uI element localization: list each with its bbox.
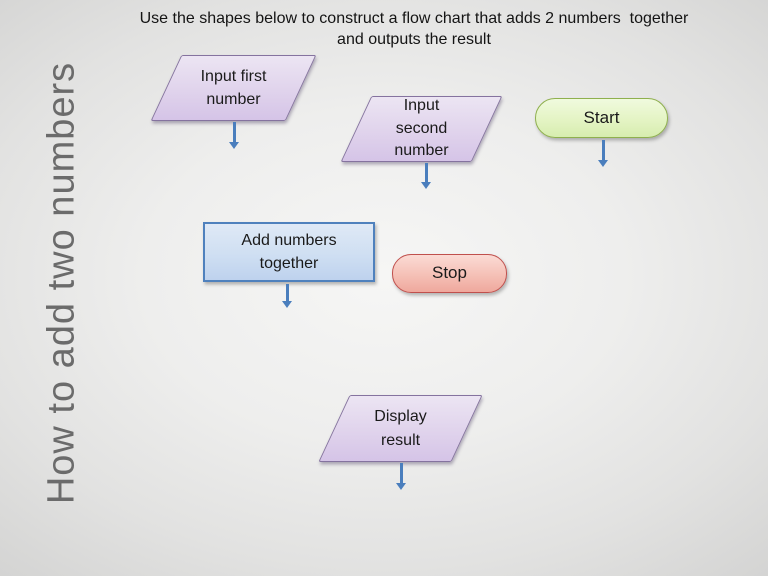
down-arrow-connector — [282, 284, 293, 308]
arrow-head — [421, 182, 431, 189]
terminator-fill — [392, 254, 507, 293]
arrow-head — [282, 301, 292, 308]
process-rect-fill — [203, 222, 375, 282]
flowchart-shape-start[interactable]: Start — [535, 98, 668, 138]
terminator-fill — [535, 98, 668, 138]
slide-side-title: How to add two numbers — [40, 61, 83, 505]
arrow-stem — [400, 463, 403, 483]
shape-label: Start — [583, 107, 620, 127]
shape-label: Stop — [432, 263, 467, 283]
down-arrow-connector — [396, 463, 407, 490]
flowchart-shape-display-result[interactable]: Display result — [318, 395, 483, 462]
down-arrow-connector — [598, 140, 609, 167]
flowchart-shape-add-numbers-together[interactable]: Add numbers together — [203, 222, 375, 282]
arrow-head — [396, 483, 406, 490]
arrow-head — [598, 160, 608, 167]
flowchart-shape-input-first-number[interactable]: Input first number — [150, 55, 317, 121]
down-arrow-connector — [421, 163, 432, 189]
arrow-stem — [602, 140, 605, 160]
arrow-stem — [286, 284, 289, 301]
arrow-stem — [425, 163, 428, 182]
shape-label: Display result — [374, 408, 427, 449]
flowchart-shape-stop[interactable]: Stop — [392, 254, 507, 293]
down-arrow-connector — [229, 122, 240, 149]
arrow-head — [229, 142, 239, 149]
shape-label: Add numbers together — [241, 231, 337, 272]
arrow-stem — [233, 122, 236, 142]
slide-instruction-text: Use the shapes below to construct a flow… — [139, 10, 689, 48]
flowchart-shape-input-second-number[interactable]: Input second number — [340, 96, 503, 162]
shape-label: Input second number — [394, 97, 449, 160]
shape-label: Input first number — [200, 67, 267, 108]
